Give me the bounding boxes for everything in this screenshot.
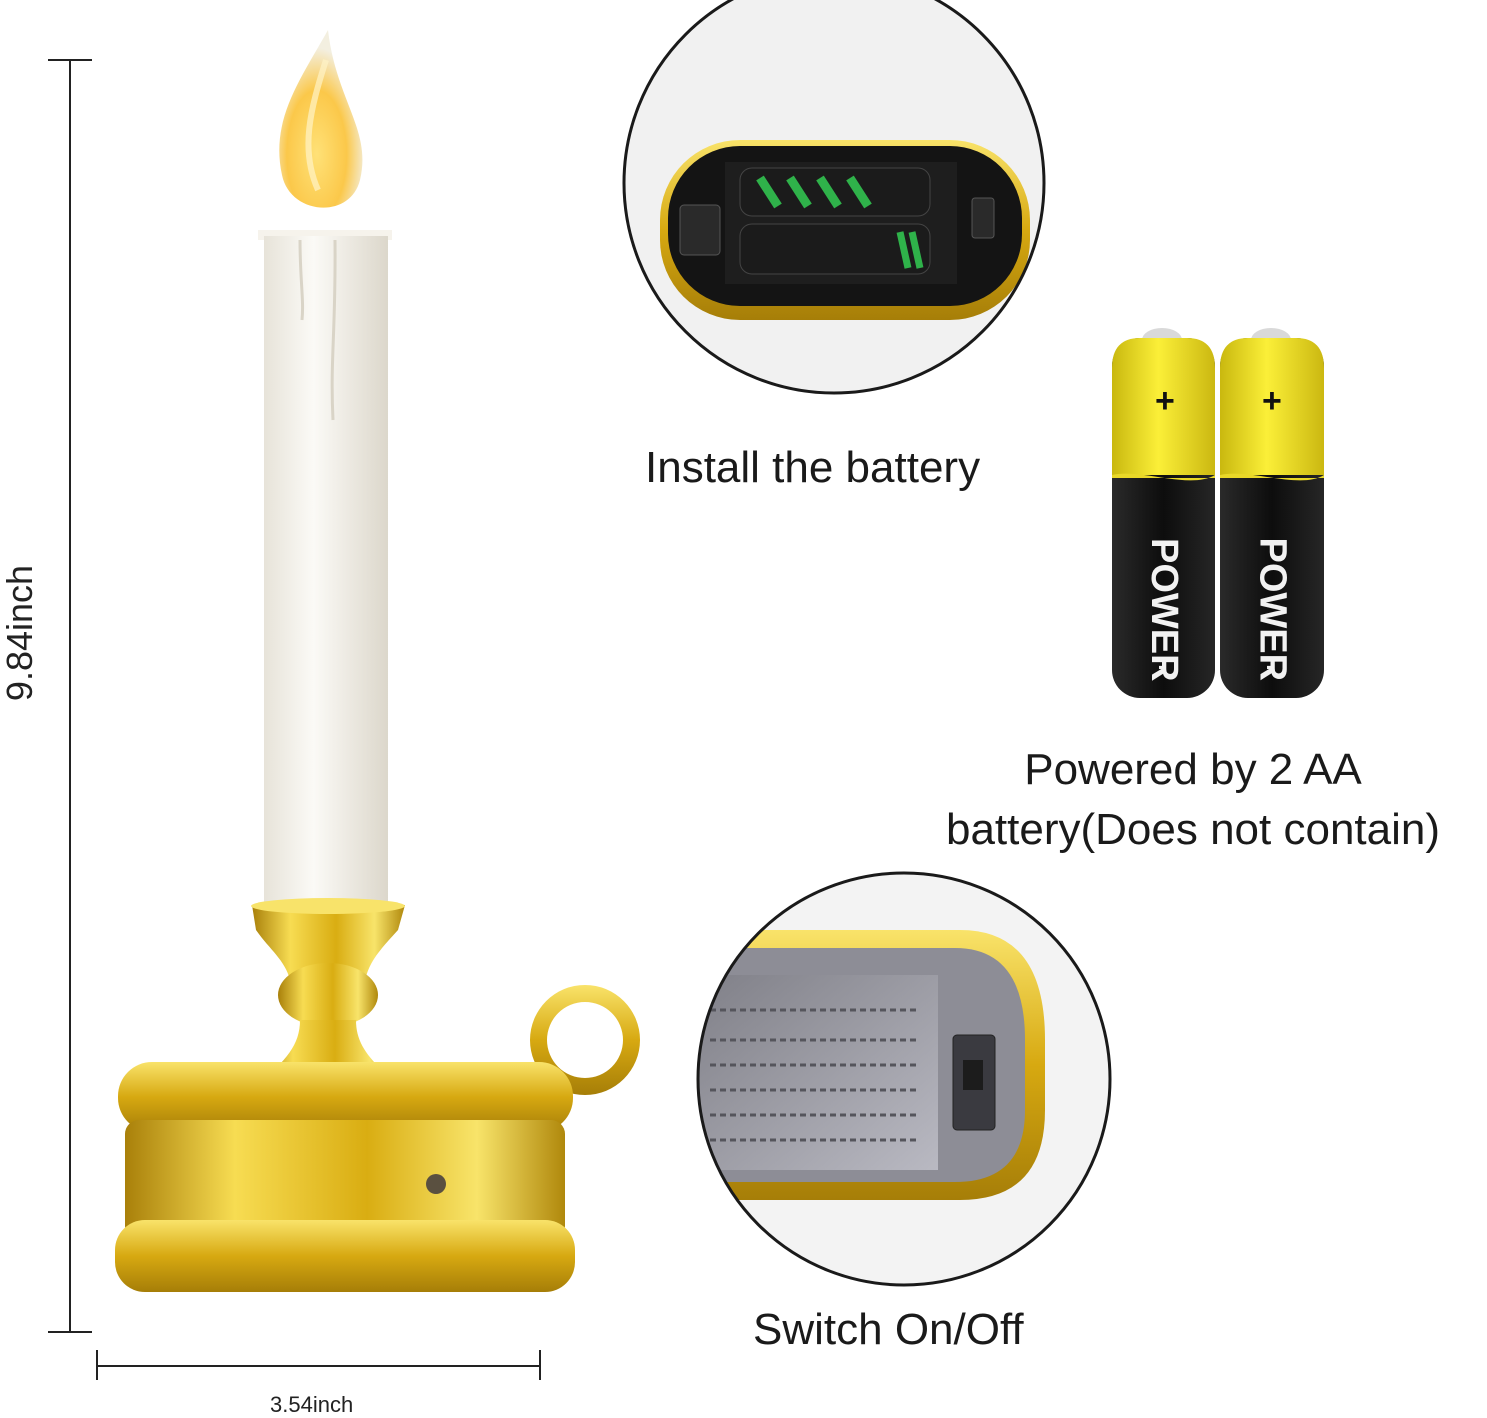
candle-figure <box>115 30 640 1292</box>
sensor-dot-icon <box>426 1174 446 1194</box>
height-dimension-line <box>48 59 92 1333</box>
powered-by-caption: Powered by 2 AA battery(Does not contain… <box>928 740 1458 860</box>
battery-brand-label: POWER <box>1143 538 1185 682</box>
battery-plus-label: + <box>1155 382 1175 420</box>
candle-base-body <box>125 1120 565 1240</box>
battery-compartment-detail <box>622 0 1046 395</box>
battery-cell-icon <box>739 223 931 275</box>
candle-cup <box>252 905 405 980</box>
powered-by-line1: Powered by 2 AA <box>1024 745 1362 794</box>
switch-caption: Switch On/Off <box>753 1305 1024 1354</box>
aa-battery-icon <box>1220 328 1324 698</box>
height-dimension-label: 9.84inch <box>0 564 40 702</box>
aa-battery-icon <box>1112 328 1215 698</box>
switch-detail <box>696 871 1112 1287</box>
install-battery-caption: Install the battery <box>645 443 981 492</box>
battery-plus-label: + <box>1262 382 1282 420</box>
width-dimension-label: 3.54inch <box>270 1392 354 1417</box>
battery-brand-label: POWER <box>1251 537 1294 682</box>
flame-icon <box>279 30 363 208</box>
candle-base-lid <box>118 1062 573 1132</box>
battery-minus-label: - <box>1266 650 1275 680</box>
powered-by-line2: battery(Does not contain) <box>945 805 1441 854</box>
candle-stick <box>264 236 388 906</box>
aa-batteries <box>1112 328 1324 698</box>
width-dimension-line <box>96 1350 541 1380</box>
battery-minus-label: - <box>1158 650 1167 680</box>
